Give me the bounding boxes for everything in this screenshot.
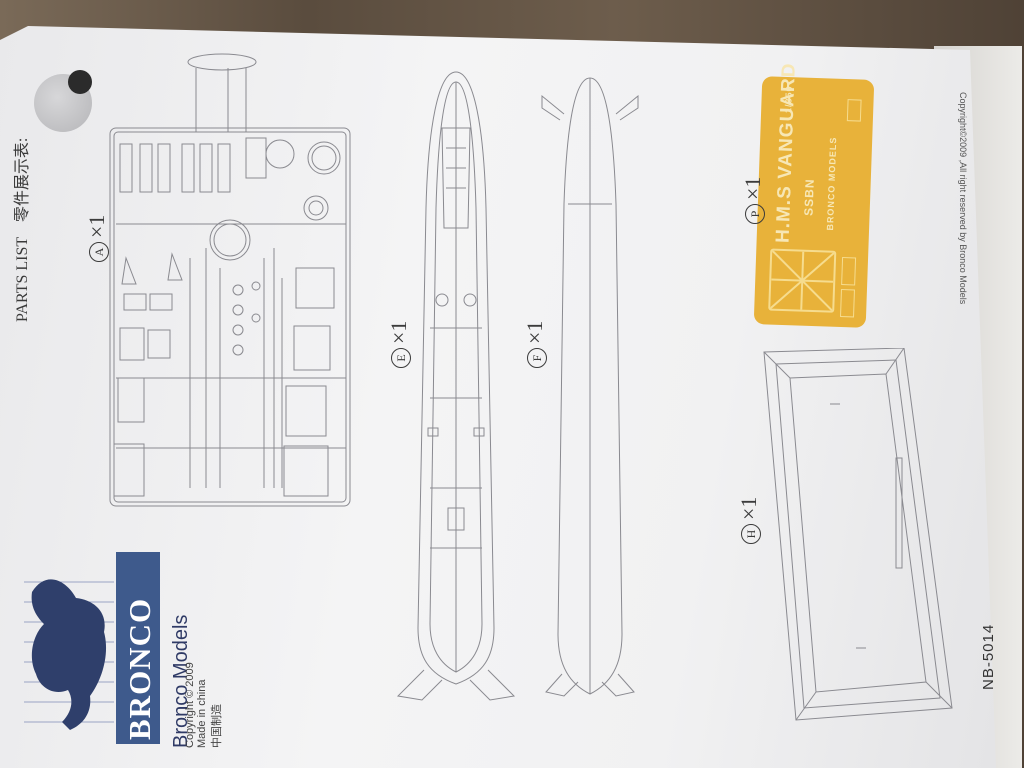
brand-made-in: Made in china [196, 679, 208, 749]
display-stand-letter: H [740, 524, 761, 544]
part-number: NB-5014 [980, 623, 997, 690]
punch-hole-inner [68, 70, 92, 94]
hull-part-e-label: E ×1 [386, 321, 412, 368]
sprue-a-label: A ×1 [84, 215, 110, 262]
sprue-a-qty: ×1 [84, 214, 109, 238]
copyright-note: Copyright©2009 ,All right reserved by Br… [958, 92, 968, 305]
bronco-logo: BRONCO [18, 552, 160, 744]
brand-made-in-cn: 中国制造 [211, 704, 223, 748]
horse-icon [18, 579, 118, 730]
union-jack-icon [770, 251, 834, 311]
photo-etch-part-1 [841, 257, 857, 286]
parts-list-title-en: PARTS LIST [14, 236, 31, 322]
hull-part-e-letter: E [390, 348, 411, 368]
photo-etch-part-3 [846, 99, 862, 122]
hull-part-f-drawing [538, 74, 648, 706]
hull-part-f-label: F ×1 [522, 321, 548, 368]
display-stand-drawing [756, 348, 956, 724]
parts-list-title: PARTS LIST 零件展示表: [8, 138, 33, 322]
bronco-logo-panel [116, 552, 160, 744]
photo-etch-plate: H.M.S VANGUARD SSBN 1/350 BRONCO MODELS [753, 62, 875, 328]
union-jack-flag [768, 248, 837, 313]
display-stand-label: H ×1 [736, 497, 762, 544]
hull-part-f-letter: F [526, 348, 547, 368]
hull-part-f-qty: ×1 [522, 320, 547, 344]
brand-copyright: Copyright © 2009 [184, 662, 196, 748]
sprue-a-letter: A [88, 242, 109, 262]
photo-etch-maker: BRONCO MODELS [825, 136, 839, 231]
bronco-logo-name: BRONCO [122, 597, 157, 740]
parts-list-title-cn: 零件展示表: [14, 137, 31, 223]
photo-etch-ship-class: SSBN [801, 178, 817, 217]
photo-etch-letter: P [744, 204, 765, 224]
hull-part-e-qty: ×1 [386, 320, 411, 344]
display-stand-qty: ×1 [736, 496, 761, 520]
photo-etch-label: P ×1 [740, 177, 766, 224]
photo-etch-scale: 1/350 [783, 85, 795, 114]
photo-etch-qty: ×1 [740, 176, 765, 200]
hull-part-e-drawing [384, 68, 530, 708]
photo-etch-part-2 [840, 288, 855, 318]
sprue-a-drawing [96, 48, 358, 510]
